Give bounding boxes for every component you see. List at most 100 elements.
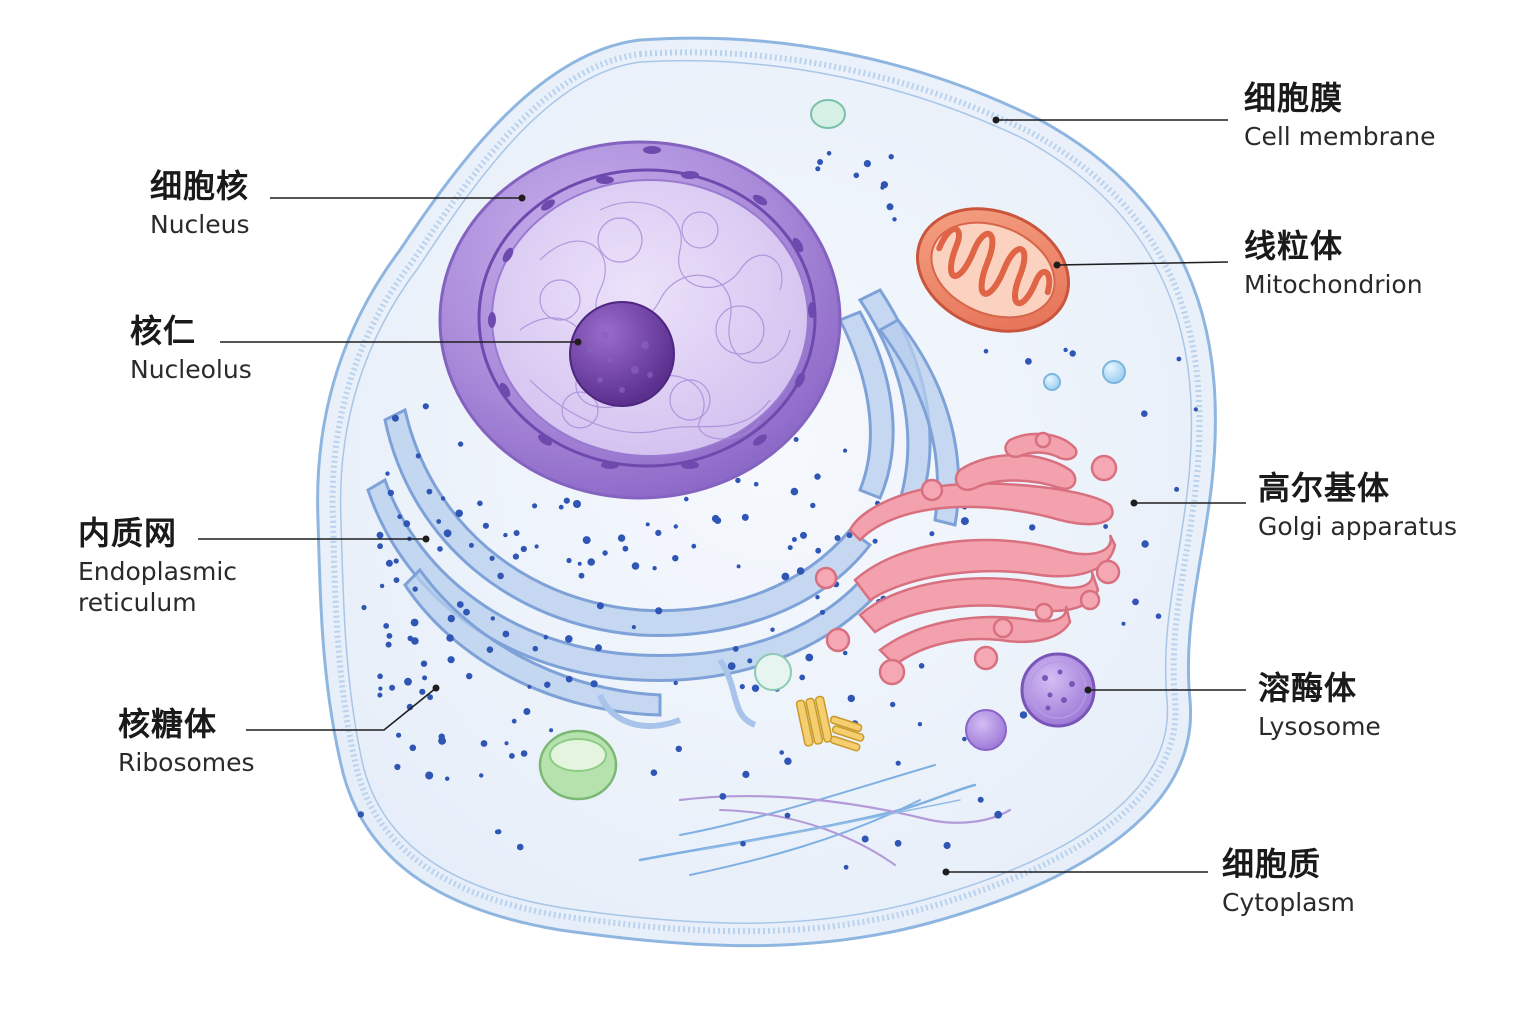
ribosome-dot: [819, 609, 826, 615]
ribosome-dot: [815, 166, 821, 172]
label-nucleolus-en: Nucleolus: [130, 354, 252, 384]
ribosome-dot: [1176, 356, 1182, 362]
ribosome-dot: [391, 414, 399, 422]
ribosome-dot: [787, 545, 793, 551]
ribosome-dot: [719, 793, 727, 800]
ribosome-dot: [1193, 407, 1198, 412]
ribosome-dot: [513, 530, 520, 536]
ribosome-dot: [805, 653, 814, 662]
ribosome-dot: [1025, 358, 1032, 365]
ribosome-dot: [415, 453, 421, 459]
ribosome-dot: [504, 741, 509, 746]
ribosome-dot: [1155, 613, 1162, 619]
ribosome-dot: [577, 561, 582, 566]
label-cytoplasm-zh: 细胞质: [1222, 845, 1322, 883]
ribosome-dot: [1029, 524, 1036, 531]
ribosome-dot: [917, 722, 923, 727]
ribosome-dot: [512, 553, 520, 560]
ribosome-dot: [751, 684, 760, 692]
ribosome-dot: [511, 718, 517, 724]
ribosome-dot: [943, 841, 951, 850]
ribosome-dot: [817, 159, 824, 165]
ribosome-dot: [880, 185, 885, 190]
ribosome-dot: [732, 646, 739, 652]
ribosome-dot: [684, 496, 689, 502]
ribosome-dot: [445, 776, 450, 781]
ribosome-dot: [790, 487, 799, 496]
ribosome-dot: [438, 737, 446, 745]
ribosome-dot: [631, 562, 640, 570]
ribosome-dot: [596, 602, 604, 610]
ribosome-dot: [796, 567, 805, 575]
ribosome-dot: [447, 656, 455, 664]
ribosome-dot: [779, 750, 784, 755]
leader-mitochondrion: [1056, 261, 1229, 266]
ribosome-dot: [650, 769, 658, 776]
ribosome-dot: [655, 529, 662, 537]
ribosome-dot: [558, 504, 564, 510]
ribosome-dot: [520, 750, 528, 757]
ribosome-dot: [377, 543, 383, 550]
ribosome-dot: [861, 835, 869, 843]
label-nucleus: 细胞核 Nucleus: [150, 168, 250, 240]
ribosome-dot: [834, 535, 841, 541]
label-mitochondrion: 线粒体 Mitochondrion: [1244, 228, 1423, 300]
label-cell-membrane: 细胞膜 Cell membrane: [1244, 80, 1435, 152]
ribosome-dot: [479, 773, 484, 778]
ribosome-dot: [1174, 486, 1180, 492]
ribosome-dot: [918, 663, 925, 669]
label-nucleus-en: Nucleus: [150, 209, 250, 239]
label-lysosome-zh: 溶酶体: [1258, 669, 1358, 707]
label-cytoplasm-en: Cytoplasm: [1222, 887, 1355, 917]
label-lysosome: 溶酶体 Lysosome: [1258, 670, 1381, 742]
ribosome-dot: [602, 550, 608, 556]
label-golgi-en: Golgi apparatus: [1258, 511, 1458, 541]
ribosome-dot: [457, 441, 464, 447]
vesicles: [754, 99, 1126, 691]
ribosome-dot: [426, 488, 433, 495]
ribosome-dot: [385, 641, 392, 648]
ribosome-dot: [814, 473, 821, 480]
ribosome-dot: [895, 760, 901, 766]
ribosome-dot: [523, 708, 531, 715]
label-mitochondrion-en: Mitochondrion: [1244, 269, 1423, 299]
ribosome-dot: [377, 673, 383, 680]
lysosome: [1020, 652, 1096, 728]
ribosome-dot: [853, 172, 860, 179]
ribosome-dot: [422, 403, 429, 410]
ribosome-dot: [419, 688, 426, 695]
ribosome-dot: [1103, 524, 1108, 529]
ribosome-dot: [502, 630, 510, 638]
leader-ribosomes: [246, 687, 437, 731]
label-lysosome-en: Lysosome: [1258, 711, 1381, 741]
ribosome-dot: [645, 522, 650, 527]
golgi-apparatus: [814, 431, 1121, 686]
ribosome-dot: [482, 522, 489, 529]
ribosome-dot: [810, 502, 816, 509]
ribosome-dot: [480, 740, 488, 747]
ribosome-dot: [377, 692, 383, 698]
ribosome-dot: [740, 840, 746, 847]
ribosome-dot: [446, 634, 454, 642]
nucleus: [438, 140, 842, 500]
ribosome-dot: [826, 151, 832, 156]
ribosome-dot: [1019, 711, 1028, 719]
ribosome-dot: [427, 694, 433, 701]
ribosome-dot: [565, 675, 573, 683]
ribosome-dot: [735, 477, 741, 484]
label-er-en-line2: reticulum: [78, 587, 197, 617]
ribosome-dot: [1141, 540, 1149, 548]
ribosome-dot: [436, 519, 442, 524]
ribosome-dot: [466, 672, 473, 680]
ribosome-dot: [379, 583, 385, 589]
ribosome-dot: [490, 616, 495, 621]
ribosome-dot: [815, 547, 822, 554]
label-endoplasmic-reticulum: 内质网 Endoplasmic reticulum: [78, 515, 237, 617]
label-ribosomes-en: Ribosomes: [118, 747, 255, 777]
ribosome-dot: [652, 566, 657, 571]
ribosome-dot: [843, 864, 849, 870]
ribosome-dot: [520, 545, 527, 553]
ribosome-dot: [799, 674, 806, 681]
ribosome-dot: [672, 555, 679, 562]
ribosome-dot: [1141, 410, 1148, 418]
